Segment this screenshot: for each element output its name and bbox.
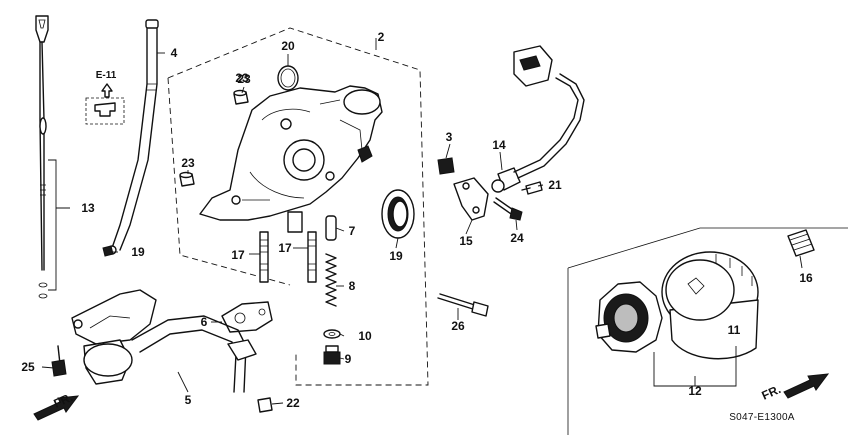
oil-strainer xyxy=(71,289,257,393)
stud-bolt-right xyxy=(307,231,317,283)
bolt-25 xyxy=(51,345,67,377)
nut-22 xyxy=(257,397,273,413)
callout-1: 2 xyxy=(378,30,385,44)
callout-5: 23 xyxy=(181,156,195,170)
callout-27: 16 xyxy=(799,271,813,285)
callout-28: 23 xyxy=(235,71,249,85)
bolt-24 xyxy=(493,197,523,221)
dipstick-bracket xyxy=(48,159,70,291)
oil-pump-boundary-lower xyxy=(167,77,291,286)
diagram-code: S047-E1300A xyxy=(729,412,795,423)
bolt-21 xyxy=(521,181,543,195)
oil-filter-base-12 xyxy=(595,281,663,353)
nut-19 xyxy=(102,245,114,257)
oil-filter-11 xyxy=(661,251,759,360)
callout-19: 19 xyxy=(131,245,145,259)
callout-6: 3 xyxy=(446,130,453,144)
dipstick-pipe xyxy=(107,19,159,255)
callout-17: 17 xyxy=(278,241,292,255)
oil-pump-body xyxy=(199,85,383,233)
washer-10 xyxy=(323,329,341,339)
oil-filter-bracket xyxy=(653,346,737,387)
gasket-6 xyxy=(221,301,273,333)
callout-23: 13 xyxy=(81,201,95,215)
callout-12: 7 xyxy=(349,224,356,238)
callout-21: 25 xyxy=(21,360,35,374)
callout-4: 23 xyxy=(237,72,251,86)
oil-pressure-sensor xyxy=(491,45,585,193)
o-ring-20 xyxy=(277,65,299,91)
callout-9: 24 xyxy=(510,231,524,245)
callout-15: 9 xyxy=(345,352,352,366)
dowel-pin-upper xyxy=(233,89,249,105)
relief-spring-8 xyxy=(325,253,337,307)
callout-24: 5 xyxy=(185,393,192,407)
bracket-15 xyxy=(453,177,489,221)
bolt-26 xyxy=(437,293,489,317)
callout-14: 10 xyxy=(358,329,372,343)
oil-filter-box xyxy=(567,227,848,435)
callout-2: 4 xyxy=(171,46,178,60)
dipstick xyxy=(35,15,49,299)
front-arrow-left xyxy=(33,395,80,421)
stud-bolt-left xyxy=(259,231,269,283)
threaded-fitting-16 xyxy=(787,229,815,257)
front-arrow-right xyxy=(783,373,830,399)
front-label-right: FR. xyxy=(760,382,783,403)
reference-label: E-11 xyxy=(96,70,117,81)
callout-25: 11 xyxy=(728,323,741,337)
callout-22: 26 xyxy=(451,319,465,333)
front-label-left: FR. xyxy=(52,390,75,411)
callout-13: 8 xyxy=(349,279,356,293)
dowel-pin-lower xyxy=(179,171,195,187)
callout-18: 6 xyxy=(201,315,208,329)
callout-10: 15 xyxy=(459,234,473,248)
callout-8: 21 xyxy=(548,178,562,192)
callout-16: 17 xyxy=(231,248,245,262)
sealing-bolt-9 xyxy=(323,345,341,365)
callout-20: 22 xyxy=(286,396,300,410)
callout-7: 14 xyxy=(492,138,506,152)
leader-lines xyxy=(41,38,803,405)
oil-pump-assembly-boundary xyxy=(167,27,429,386)
relief-valve-7 xyxy=(325,215,337,241)
seal-3 xyxy=(437,157,455,175)
reference-e11-box xyxy=(85,83,125,125)
callout-3: 20 xyxy=(281,39,295,53)
oil-seal-18 xyxy=(381,189,415,239)
callout-11: 19 xyxy=(389,249,403,263)
callout-26: 12 xyxy=(688,384,702,398)
